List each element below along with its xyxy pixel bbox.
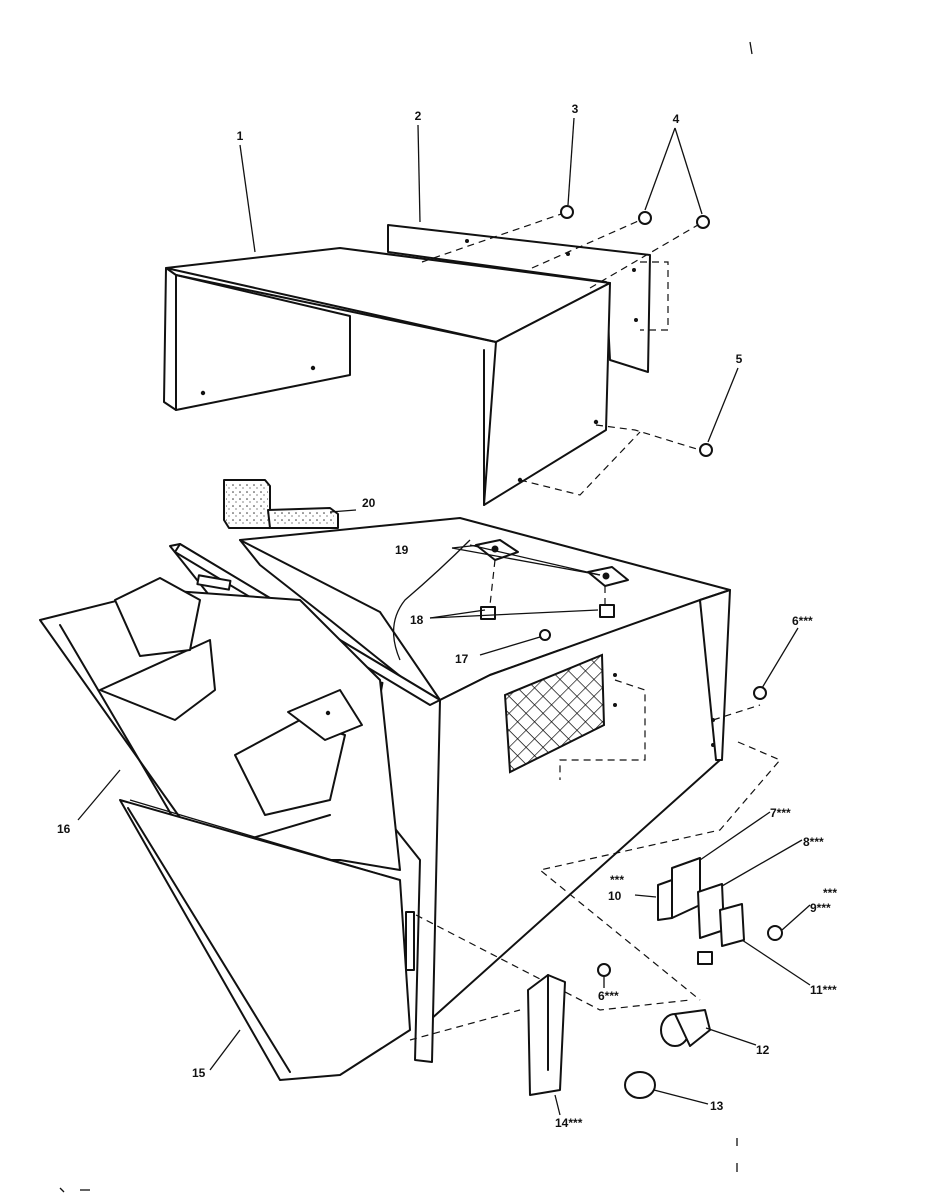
callout-10: 10 <box>608 889 622 903</box>
assembly-guide-lines-right <box>409 679 781 1041</box>
callout-9-stars: *** <box>823 886 837 900</box>
callout-7: 7*** <box>770 806 791 820</box>
chassis-screw-part <box>539 629 551 641</box>
callout-13: 13 <box>710 1099 724 1113</box>
callout-3: 3 <box>572 102 579 116</box>
callout-1: 1 <box>237 129 244 143</box>
callout-17: 17 <box>455 652 469 666</box>
callout-14: 14*** <box>555 1116 583 1130</box>
callout-2: 2 <box>415 109 422 123</box>
callout-5: 5 <box>736 352 743 366</box>
motor-mount-brackets <box>469 539 629 606</box>
interior-tray-part <box>39 577 401 871</box>
callout-11: 11*** <box>810 983 837 997</box>
cabinet-cover-part <box>163 247 611 506</box>
leader-lines <box>77 117 811 1116</box>
callout-4: 4 <box>673 112 680 126</box>
callout-8: 8*** <box>803 835 824 849</box>
callout-10-stars: *** <box>610 873 624 887</box>
callout-12: 12 <box>756 1043 770 1057</box>
vent-mesh <box>503 653 606 774</box>
callout-15: 15 <box>192 1066 206 1080</box>
foam-block-part <box>223 479 339 529</box>
callout-6-bottom: 6*** <box>598 989 619 1003</box>
callout-16: 16 <box>57 822 71 836</box>
callout-19: 19 <box>395 543 409 557</box>
callout-labels: 1 2 3 4 5 6*** 6*** 7*** 8*** *** 9*** 1… <box>57 102 837 1130</box>
back-panel-part <box>387 224 651 373</box>
callout-6-top: 6*** <box>792 614 813 628</box>
hardware-parts <box>527 205 783 1099</box>
callout-18: 18 <box>410 613 424 627</box>
assembly-guide-lines-top <box>421 211 704 496</box>
callout-20: 20 <box>362 496 376 510</box>
callout-9: 9*** <box>810 901 831 915</box>
scan-marks <box>59 41 753 1193</box>
bottom-pan-part <box>119 799 411 1081</box>
